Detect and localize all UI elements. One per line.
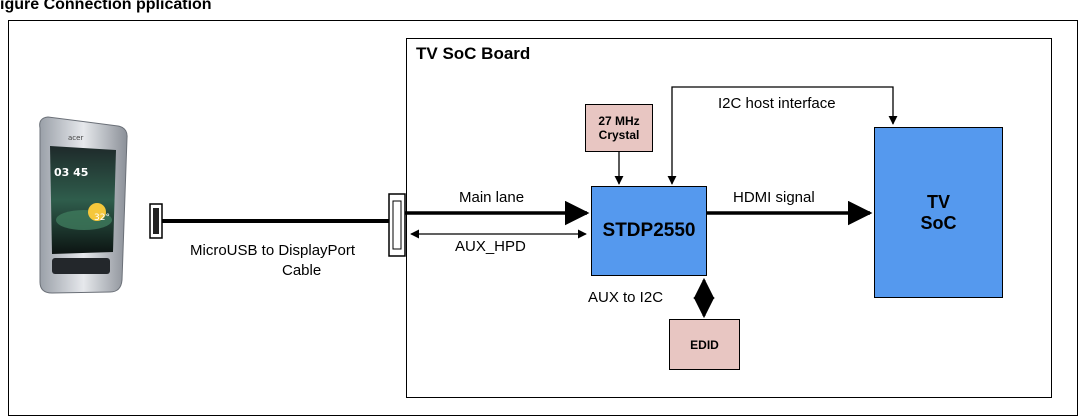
- tv-soc-line2: SoC: [920, 212, 957, 233]
- main-lane-label: Main lane: [459, 189, 525, 206]
- crystal-freq: 27 MHz: [598, 114, 640, 128]
- tv-soc-board: [406, 38, 1052, 398]
- aux-hpd-label: AUX_HPD: [455, 238, 526, 255]
- crystal-label: Crystal: [598, 128, 640, 142]
- i2c-host-arrow: [667, 86, 898, 185]
- edid-block: EDID: [669, 319, 740, 370]
- stdp2550-label: STDP2550: [602, 220, 696, 241]
- crystal-block: 27 MHz Crystal: [585, 104, 653, 152]
- stdp2550-block: STDP2550: [591, 186, 707, 276]
- phone-clock: 03 45: [54, 166, 88, 179]
- aux-to-i2c-label: AUX to I2C: [588, 289, 664, 306]
- i2c-host-label: I2C host interface: [718, 95, 836, 112]
- board-title: TV SoC Board: [416, 44, 531, 63]
- hdmi-signal-label: HDMI signal: [733, 189, 815, 206]
- displayport-connector-slot: [392, 200, 402, 250]
- phone-picture: acer 03 45 32°: [39, 116, 128, 294]
- phone-temp: 32°: [94, 213, 110, 223]
- phone-brand: acer: [68, 134, 83, 142]
- cable-label-line2: Cable: [282, 262, 322, 279]
- figure-caption: igure Connection pplication: [0, 0, 212, 13]
- tv-soc-block: TV SoC: [874, 127, 1003, 298]
- cable-label-line1: MicroUSB to DisplayPort: [190, 242, 356, 259]
- edid-label: EDID: [690, 337, 719, 352]
- tv-soc-line1: TV: [926, 191, 950, 212]
- microusb-plug-face: [153, 208, 159, 234]
